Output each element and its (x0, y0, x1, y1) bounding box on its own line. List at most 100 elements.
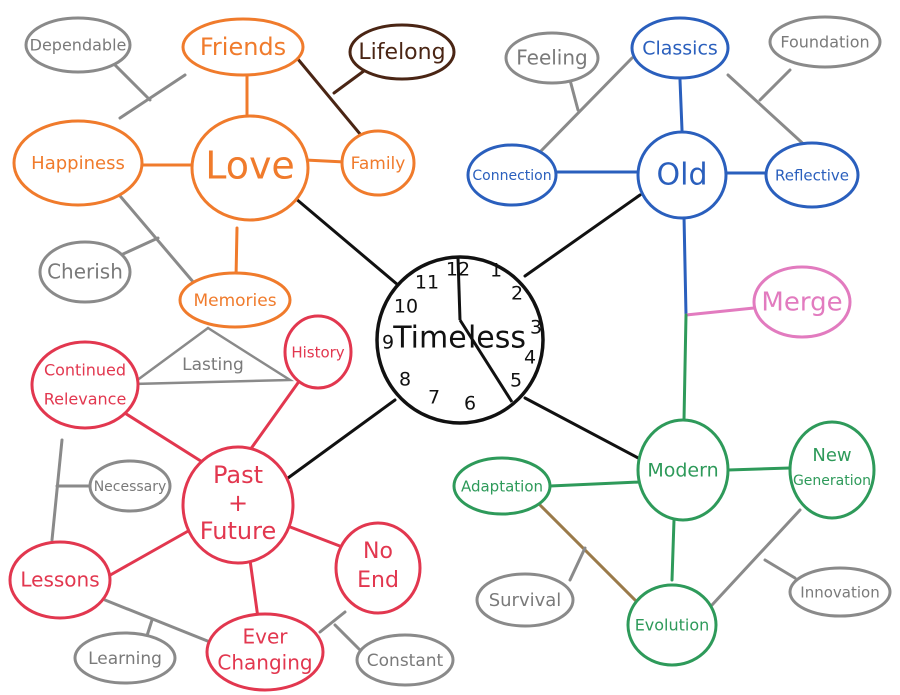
label-generation: Generation (793, 473, 871, 489)
label-ever: Ever (243, 625, 289, 649)
label-new: New (812, 445, 851, 466)
node-love (190, 114, 310, 222)
connector-lessons-everchanging (103, 598, 212, 644)
label-foundation: Foundation (780, 33, 869, 52)
node-merge (752, 265, 852, 339)
connector-dependable (108, 58, 152, 102)
node-learning (73, 631, 177, 685)
clock-number-12: 12 (446, 259, 470, 281)
connector-modern-adaptation (548, 480, 642, 488)
label-merge: Merge (761, 288, 842, 318)
connector-love-memories (234, 226, 239, 280)
node-survival (475, 572, 575, 628)
connector-history-past (248, 378, 302, 452)
clock-number-5: 5 (510, 370, 522, 392)
connector-feeling (568, 78, 580, 112)
connector-relevance-past (118, 408, 217, 472)
connectors (50, 56, 812, 654)
clock-number-3: 3 (530, 317, 542, 339)
node-foundation (768, 15, 882, 69)
connector-center-love (293, 196, 400, 287)
label-classics: Classics (642, 38, 718, 60)
connector-foundation (758, 68, 792, 102)
label-lessons: Lessons (20, 568, 99, 592)
node-innovation (788, 566, 892, 618)
connector-past-everchanging (248, 558, 260, 620)
node-memories (178, 271, 292, 329)
node-reflective (764, 141, 860, 209)
node-necessary (88, 459, 172, 513)
clock-hour-hand (458, 319, 514, 403)
past-cluster (8, 314, 422, 692)
gray-nodes (24, 15, 892, 687)
clock-number-6: 6 (464, 393, 476, 415)
node-family (340, 129, 416, 197)
node-happiness (12, 119, 144, 207)
love-cluster (12, 17, 416, 329)
label-past: Past (213, 461, 263, 489)
connector-modern-newgen (726, 466, 792, 472)
gray-labels: Dependable Cherish Lasting Necessary Lea… (30, 33, 880, 672)
connector-happiness-memories (113, 188, 202, 292)
label-memories: Memories (193, 291, 276, 311)
connector-classics-reflective (726, 73, 812, 152)
past-cluster-labels: Continued Relevance History Past + Futur… (20, 344, 399, 675)
label-love: Love (205, 144, 295, 188)
connector-innovation (763, 558, 797, 580)
clock-number-9: 9 (382, 332, 394, 354)
label-feeling: Feeling (516, 46, 588, 70)
connector-love-family (303, 158, 347, 164)
clock-minute-hand (456, 257, 462, 321)
old-cluster-labels: Classics Connection Old Reflective (472, 38, 849, 193)
center-label-less: less (468, 321, 526, 356)
label-family: Family (351, 154, 406, 174)
connector-friends-happiness (118, 73, 187, 120)
node-continued-relevance (30, 340, 140, 430)
node-dependable (24, 16, 132, 74)
connector-connection-classics (538, 56, 634, 154)
node-friends (181, 17, 305, 77)
connector-merge (684, 306, 756, 317)
old-cluster (466, 16, 860, 220)
modern-cluster-labels: Adaptation Modern New Generation Evoluti… (461, 445, 871, 635)
connector-newgen-evolution (710, 508, 802, 607)
label-survival: Survival (489, 590, 562, 611)
center-label-time: Time (392, 321, 466, 356)
label-old: Old (657, 158, 708, 193)
clock-face (375, 255, 545, 425)
label-evolution: Evolution (635, 616, 710, 635)
node-old (636, 130, 728, 220)
connector-center-old (523, 193, 642, 278)
label-necessary: Necessary (94, 479, 167, 495)
clock-number-8: 8 (399, 369, 411, 391)
connector-noend-everchanging (318, 610, 347, 634)
connector-modern-evolution (670, 518, 676, 582)
clock-number-4: 4 (524, 347, 536, 369)
label-lifelong: Lifelong (358, 40, 445, 65)
label-happiness: Happiness (31, 153, 125, 174)
node-adaptation (452, 456, 552, 516)
connector-friends-family (295, 56, 367, 142)
node-no-end (334, 521, 422, 615)
node-cherish (38, 240, 132, 304)
label-connection: Connection (472, 168, 551, 184)
node-constant (355, 633, 455, 687)
connector-center-past (286, 398, 397, 480)
label-friends: Friends (200, 33, 286, 61)
label-continued: Continued (44, 361, 126, 380)
label-changing: Changing (217, 651, 312, 675)
modern-cluster (452, 418, 876, 667)
label-reflective: Reflective (775, 167, 849, 185)
connector-old-merge (682, 214, 688, 317)
node-modern (636, 418, 730, 522)
label-dependable: Dependable (30, 36, 127, 55)
connector-constant (333, 623, 364, 654)
node-new-generation (788, 420, 876, 520)
connector-center-modern (523, 396, 644, 462)
label-cherish: Cherish (47, 260, 123, 284)
node-connection (466, 143, 558, 207)
label-future: Future (200, 517, 276, 545)
